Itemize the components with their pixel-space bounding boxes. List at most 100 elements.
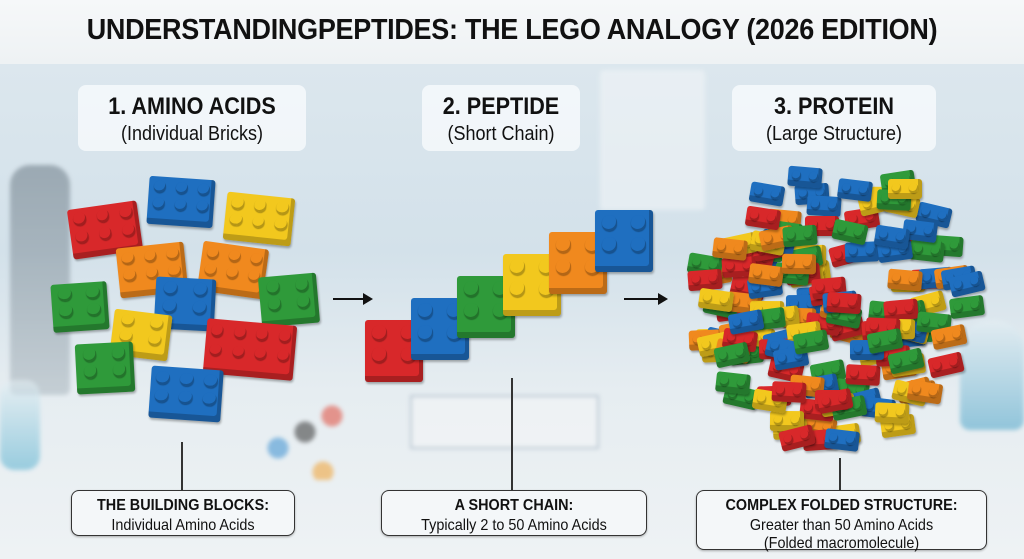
brick-stud — [765, 213, 777, 224]
brick-stud — [836, 223, 848, 235]
brick-stud — [832, 249, 844, 261]
brick-stud — [249, 252, 264, 266]
protein-brick — [782, 224, 819, 248]
brick-stud — [837, 393, 849, 405]
stage-2-info-title: A SHORT CHAIN: — [454, 497, 574, 514]
brick-stud — [911, 384, 922, 395]
stage-3-info-title: COMPLEX FOLDED STRUCTURE: — [725, 497, 958, 514]
brick-stud — [952, 279, 964, 291]
brick-stud — [719, 376, 731, 387]
arrow-icon — [333, 293, 373, 305]
brick-stud — [717, 349, 730, 362]
brick-stud — [601, 236, 618, 253]
brick-stud — [922, 272, 933, 283]
brick-stud — [803, 258, 813, 269]
stage-3-info-box: COMPLEX FOLDED STRUCTURE: Greater than 5… — [696, 490, 987, 552]
brick-stud — [786, 258, 796, 268]
brick-stud — [630, 236, 647, 253]
brick-stud — [152, 197, 166, 211]
brick-stud — [267, 297, 283, 312]
brick-stud — [121, 222, 136, 238]
brick-stud — [463, 302, 480, 319]
protein-brick — [837, 177, 874, 202]
brick-stud — [225, 266, 240, 281]
brick-stud — [708, 273, 719, 284]
brick-stud — [154, 388, 169, 403]
brick-stud — [691, 274, 702, 285]
microscope-illustration — [10, 165, 70, 395]
brick-stud — [953, 302, 965, 313]
chart-poster-illustration — [600, 70, 705, 210]
brick-stud — [58, 287, 73, 302]
brick-stud — [254, 347, 268, 361]
brick-stud — [869, 321, 880, 332]
brick-stud — [555, 258, 572, 275]
brick-stud — [830, 296, 841, 307]
brick-stud — [849, 368, 860, 379]
protein-brick — [909, 239, 946, 263]
brick-stud — [895, 407, 906, 418]
brick-stud — [799, 429, 811, 442]
brick-stud — [206, 245, 221, 260]
protein-brick — [949, 295, 986, 320]
brick-stud — [153, 180, 167, 194]
brick-stud — [936, 210, 948, 222]
brick-stud — [179, 372, 195, 387]
brick-stud — [847, 297, 858, 308]
brick-stud — [891, 273, 902, 284]
brick-stud — [949, 240, 960, 252]
stage-1-heading: 1. AMINO ACIDS — [108, 93, 276, 120]
protein-brick — [771, 381, 807, 404]
brick-stud — [203, 373, 219, 388]
brick-stud — [509, 258, 526, 275]
brick-stud — [112, 363, 127, 378]
stage-2-subheading: (Short Chain) — [447, 123, 555, 145]
brick-stud — [193, 282, 209, 298]
brick-stud — [296, 294, 312, 310]
brick-stud — [276, 200, 290, 215]
brick-stud — [274, 217, 289, 232]
protein-brick — [805, 195, 842, 218]
brick-stud — [852, 227, 865, 239]
brick-stud — [786, 231, 797, 242]
amino-acid-brick — [146, 175, 216, 229]
brick-stud — [892, 356, 904, 368]
amino-acid-brick — [222, 191, 296, 247]
brick-stud — [769, 188, 781, 200]
brick-stud — [895, 232, 907, 243]
brick-stud — [95, 208, 111, 224]
stage-3-label: 3. PROTEIN (Large Structure) — [732, 85, 936, 151]
protein-brick — [825, 291, 862, 314]
brick-stud — [122, 268, 137, 283]
brick-stud — [463, 280, 480, 297]
brick-stud — [691, 257, 703, 269]
brick-stud — [871, 335, 883, 347]
stage-2-info-box: A SHORT CHAIN: Typically 2 to 50 Amino A… — [381, 490, 647, 536]
stage-3-info-line: (Folded macromolecule) — [763, 535, 920, 552]
brick-stud — [197, 183, 211, 197]
brick-stud — [555, 236, 572, 253]
brick-stud — [903, 302, 915, 314]
brick-stud — [168, 264, 182, 278]
brick-stud — [858, 184, 869, 195]
brick-stud — [733, 243, 744, 254]
brick-stud — [417, 324, 434, 341]
brick-stud — [111, 345, 126, 361]
brick-stud — [821, 396, 833, 408]
brick-stud — [748, 313, 760, 325]
brick-stud — [776, 352, 788, 364]
connector-line — [181, 442, 183, 490]
brick-stud — [202, 391, 217, 406]
brick-stud — [813, 334, 825, 346]
brick-stud — [970, 299, 982, 311]
brick-stud — [143, 248, 158, 263]
brick-stud — [930, 295, 942, 307]
brick-stud — [85, 285, 101, 300]
brick-stud — [791, 169, 802, 181]
brick-stud — [866, 369, 877, 380]
stage-2-heading: 2. PEPTIDE — [442, 93, 560, 120]
brick-stud — [769, 270, 780, 281]
brick-stud — [276, 349, 291, 363]
brick-stud — [59, 304, 74, 319]
brick-stud — [920, 316, 931, 327]
